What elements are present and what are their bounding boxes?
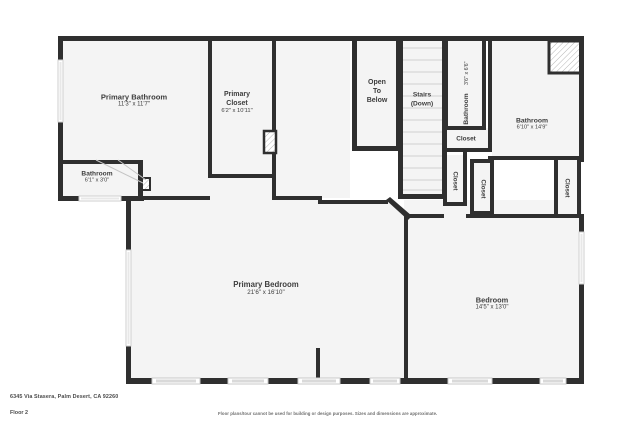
door-swings: [95, 159, 147, 184]
room-fills: [60, 38, 582, 382]
floor-label: Floor 2: [10, 409, 28, 416]
stair-treads: [403, 47, 443, 191]
property-address: 6345 Via Stasera, Palm Desert, CA 92260: [10, 394, 119, 401]
hatched-area: [547, 39, 583, 75]
hatched-door-marker-left: [262, 129, 278, 155]
footer: 6345 Via Stasera, Palm Desert, CA 92260 …: [10, 393, 118, 417]
windows: [57, 59, 585, 385]
disclaimer-text: Floor plans/tour cannot be used for buil…: [218, 411, 438, 416]
